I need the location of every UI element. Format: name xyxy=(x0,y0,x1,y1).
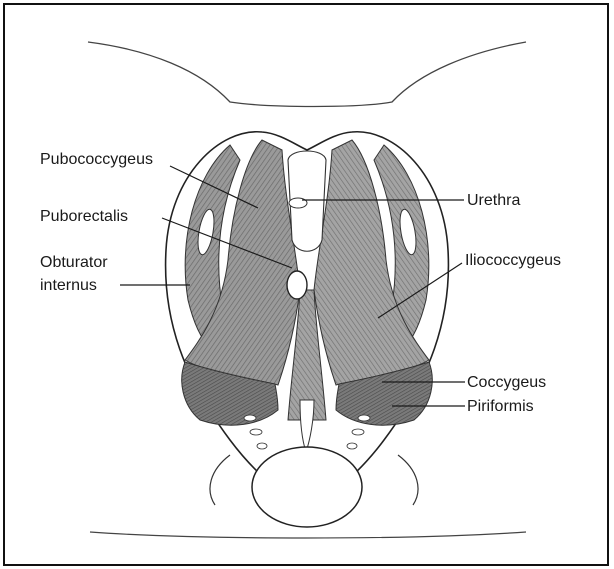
label-obturator-line1: Obturator xyxy=(40,254,108,271)
left-sacral-foramen xyxy=(244,415,256,421)
label-piriformis: Piriformis xyxy=(467,398,534,415)
upper-body-contour xyxy=(88,42,526,107)
sacrum-body xyxy=(252,447,362,527)
right-sacral-foramen xyxy=(358,415,370,421)
label-urethra: Urethra xyxy=(467,192,520,209)
lower-body-contour xyxy=(90,532,526,538)
label-puborectalis: Puborectalis xyxy=(40,208,128,225)
right-sacral-foramen xyxy=(347,443,357,449)
label-pubococcygeus: Pubococcygeus xyxy=(40,151,153,168)
left-sacral-foramen xyxy=(257,443,267,449)
left-sacral-foramen xyxy=(250,429,262,435)
central-opening xyxy=(287,271,307,299)
label-coccygeus: Coccygeus xyxy=(467,374,546,391)
label-iliococcygeus: Iliococcygeus xyxy=(465,252,561,269)
label-obturator-line2: internus xyxy=(40,277,97,294)
right-sacral-foramen xyxy=(352,429,364,435)
